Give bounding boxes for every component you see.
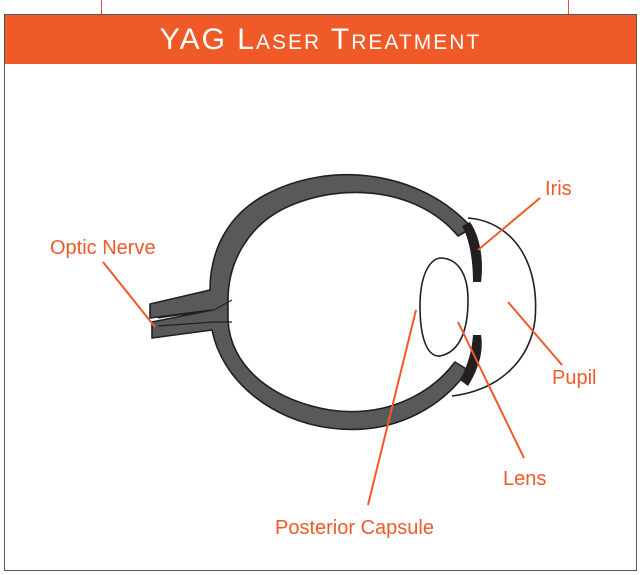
- lens-label: Lens: [503, 468, 546, 490]
- optic-nerve-label: Optic Nerve: [50, 237, 156, 259]
- optic-nerve-leader: [103, 262, 155, 327]
- posterior-capsule-label: Posterior Capsule: [275, 517, 434, 539]
- iris-label: Iris: [545, 178, 572, 200]
- pupil-label: Pupil: [552, 367, 596, 389]
